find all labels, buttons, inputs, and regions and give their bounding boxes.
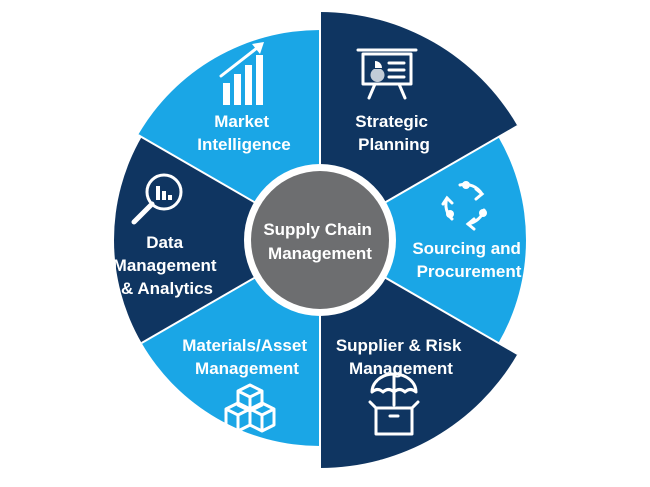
label-line: Management xyxy=(113,256,217,275)
center-line: Management xyxy=(268,244,372,263)
label-line: Strategic xyxy=(355,112,428,131)
center-hub: Supply Chain Management xyxy=(244,164,396,316)
growth-chart-icon xyxy=(219,42,264,105)
label-line: Supplier & Risk xyxy=(336,336,462,355)
label-line: Sourcing and xyxy=(412,239,521,258)
label-line: Market xyxy=(214,112,269,131)
cycle-arrows-icon xyxy=(441,181,487,231)
label-line: Data xyxy=(146,233,183,252)
wedge-data-analytics xyxy=(114,137,320,343)
label-data-analytics: Data Management & Analytics xyxy=(113,233,222,298)
umbrella-box-icon xyxy=(368,372,420,436)
label-line: Management xyxy=(195,359,299,378)
label-line: Intelligence xyxy=(197,135,291,154)
center-disc xyxy=(251,171,389,309)
label-market-intelligence: Market Intelligence xyxy=(197,112,291,154)
label-line: Management xyxy=(349,359,453,378)
label-line: Planning xyxy=(358,135,430,154)
label-line: Materials/Asset xyxy=(182,336,307,355)
label-supplier-risk: Supplier & Risk Management xyxy=(336,336,466,378)
presentation-board-icon xyxy=(356,48,418,100)
label-sourcing-procurement: Sourcing and Procurement xyxy=(412,239,525,281)
label-line: Procurement xyxy=(417,262,522,281)
center-title: Supply Chain Management xyxy=(263,220,376,263)
label-line: & Analytics xyxy=(121,279,213,298)
center-line: Supply Chain xyxy=(263,220,372,239)
label-materials-asset: Materials/Asset Management xyxy=(182,336,311,378)
stacked-cubes-icon xyxy=(224,383,276,433)
magnifier-chart-icon xyxy=(131,173,183,225)
label-strategic-planning: Strategic Planning xyxy=(355,112,432,154)
